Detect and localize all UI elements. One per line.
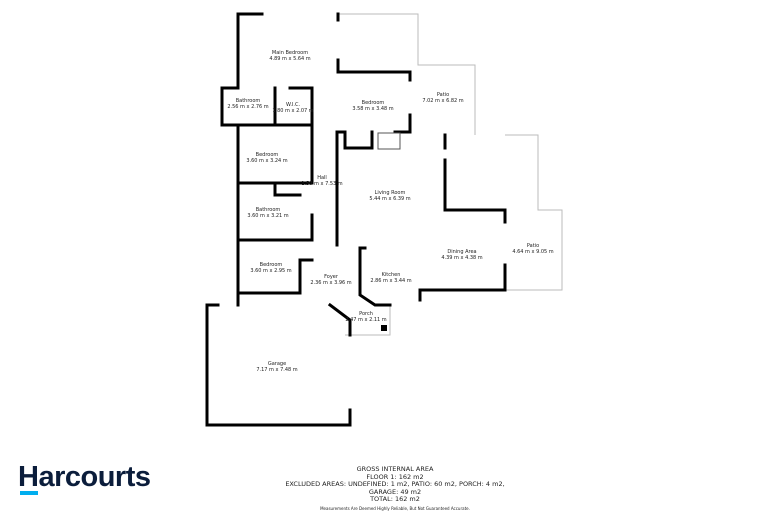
room-dims: 7.17 m x 7.48 m bbox=[256, 367, 298, 373]
room-name: Patio bbox=[526, 243, 540, 249]
fireplace bbox=[377, 132, 401, 150]
disclaimer: Measurements Are Deemed Highly Reliable,… bbox=[320, 505, 470, 511]
summary-title: GROSS INTERNAL AREA bbox=[356, 465, 434, 473]
room-dims: 2.86 m x 3.44 m bbox=[370, 278, 412, 284]
room-name: Patio bbox=[436, 92, 450, 98]
summary-total: TOTAL: 162 m2 bbox=[370, 495, 420, 503]
room-name: Bathroom bbox=[235, 98, 261, 104]
area-summary: GROSS INTERNAL AREA FLOOR 1: 162 m2 EXCL… bbox=[270, 465, 520, 512]
room-dims: 3.60 m x 2.95 m bbox=[250, 268, 292, 274]
room-name: Kitchen bbox=[381, 272, 401, 278]
walls bbox=[205, 12, 507, 427]
room-name: W.I.C. bbox=[285, 102, 301, 108]
room-name: Bedroom bbox=[255, 152, 279, 158]
room-dims: 4.64 m x 9.05 m bbox=[512, 249, 554, 255]
porch-post bbox=[381, 325, 387, 331]
room-dims: 2.56 m x 2.76 m bbox=[227, 104, 269, 110]
harcourts-logo: Harcourts bbox=[18, 461, 151, 493]
room-wic: W.I.C.1.80 m x 2.07 m bbox=[272, 102, 313, 114]
room-name: Garage bbox=[267, 361, 287, 367]
room-dims: 3.60 m x 3.21 m bbox=[247, 213, 289, 219]
room-dims: 4.89 m x 5.64 m bbox=[269, 56, 311, 62]
summary-garage: GARAGE: 49 m2 bbox=[368, 487, 422, 496]
room-dims: 5.44 m x 6.39 m bbox=[369, 196, 411, 202]
room-dims: 4.39 m x 4.38 m bbox=[441, 255, 483, 261]
room-name: Hall bbox=[317, 175, 327, 181]
room-name: Porch bbox=[359, 311, 373, 317]
logo-accent-bar bbox=[20, 491, 38, 495]
summary-floor: FLOOR 1: 162 m2 bbox=[366, 472, 424, 481]
room-name: Dining Area bbox=[447, 249, 477, 255]
summary-excluded: EXCLUDED AREAS: UNDEFINED: 1 m2, PATIO: … bbox=[285, 480, 505, 488]
room-dims: 3.58 m x 3.48 m bbox=[352, 106, 394, 112]
room-name: Bedroom bbox=[259, 262, 283, 268]
room-dims: 2.36 m x 3.96 m bbox=[310, 280, 352, 286]
room-name: Bedroom bbox=[361, 100, 385, 106]
room-dims: 1.80 m x 2.07 m bbox=[272, 108, 314, 114]
room-name: Main Bedroom bbox=[271, 50, 309, 56]
room-name: Bathroom bbox=[255, 207, 281, 213]
room-name: Living Room bbox=[374, 190, 406, 196]
room-dims: 3.60 m x 3.24 m bbox=[246, 158, 288, 164]
room-dims: 1.50 m x 7.53 m bbox=[301, 181, 343, 187]
room-name: Foyer bbox=[324, 274, 338, 280]
patio-outlines bbox=[338, 13, 563, 336]
room-dims: 7.02 m x 6.82 m bbox=[422, 98, 464, 104]
room-dims: 2.47 m x 2.11 m bbox=[345, 317, 387, 323]
